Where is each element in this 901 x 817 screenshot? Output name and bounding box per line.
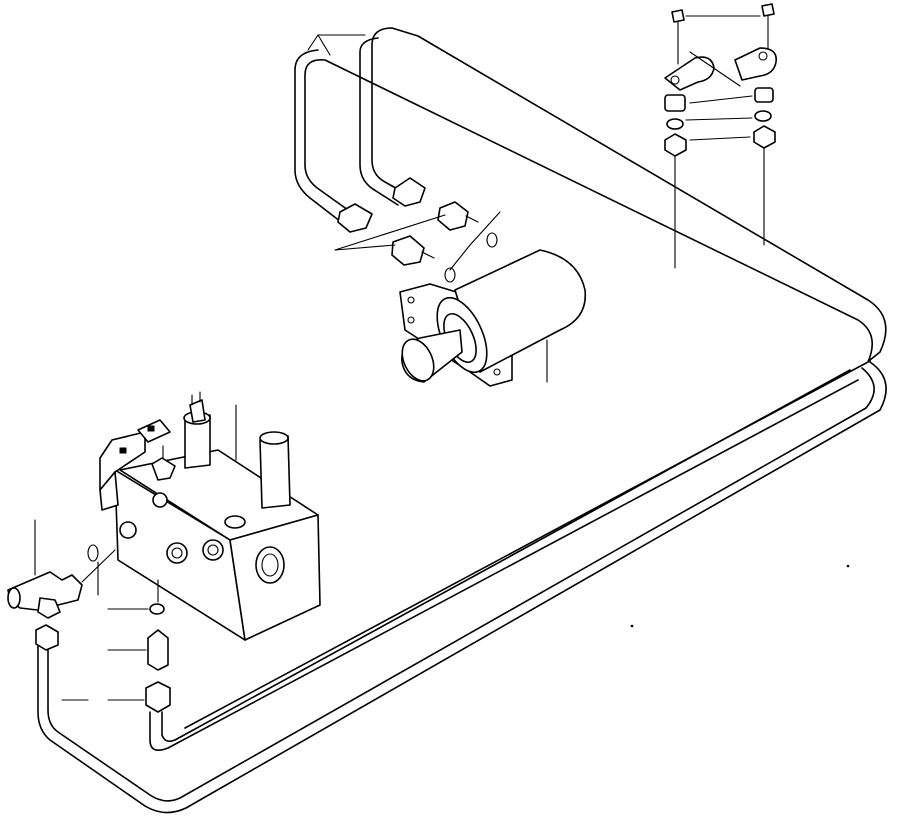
hose-fitting-nut — [337, 177, 426, 233]
leader-lines — [307, 34, 501, 271]
solenoid-valve — [399, 249, 587, 387]
adapter-fitting — [391, 201, 479, 266]
tube-clamp-assembly — [664, 3, 777, 269]
valve-block — [99, 391, 321, 641]
hydraulic-tube-loop — [37, 27, 887, 814]
lower-fittings — [35, 579, 171, 713]
o-ring — [444, 232, 498, 283]
elbow-fitting — [7, 519, 116, 619]
